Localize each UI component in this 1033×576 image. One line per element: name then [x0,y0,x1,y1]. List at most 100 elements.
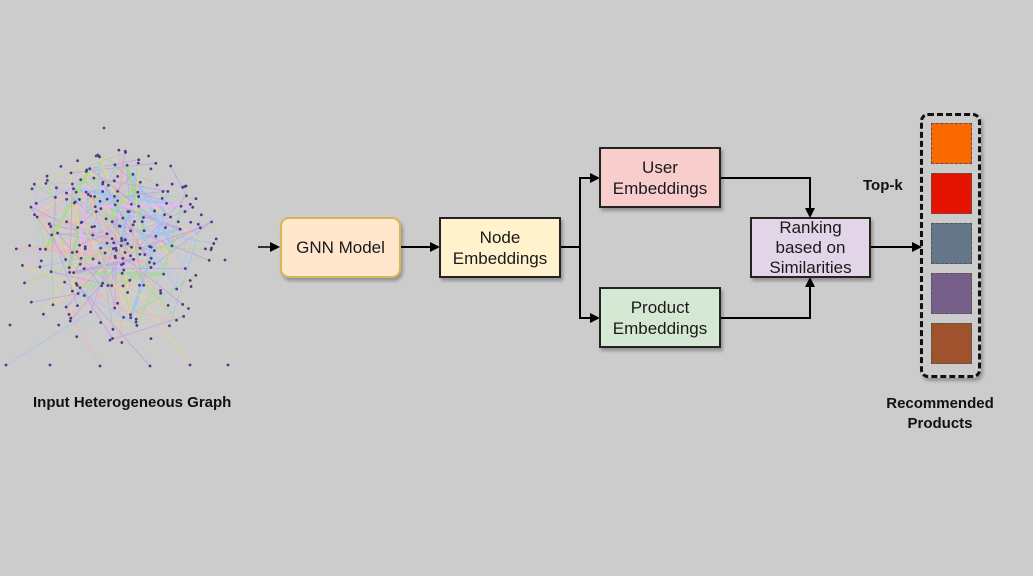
graph-edge [102,191,152,248]
graph-node [79,256,83,260]
graph-node [78,243,81,247]
graph-edge [170,165,187,196]
graph-node [91,257,95,261]
graph-edge [114,203,181,231]
graph-node [90,225,94,229]
graph-node [189,220,193,224]
graph-node [88,167,92,171]
graph-node [153,209,157,213]
graph-node [149,337,153,341]
graph-node [71,289,74,293]
graph-edge [168,227,201,326]
graph-node [191,205,195,209]
graph-node [38,247,42,251]
graph-edge [80,179,143,223]
graph-node [32,182,36,186]
graph-edge [65,306,101,367]
graph-edge [22,248,46,266]
product-embeddings-label: Product Embeddings [612,297,708,338]
graph-edge [49,195,115,225]
graph-node [101,281,105,285]
graph-edge [131,246,206,250]
graph-node [134,320,138,324]
graph-node [67,266,71,270]
graph-node [129,254,132,258]
graph-node [132,257,136,261]
graph-edge [39,257,82,268]
graph-node [120,236,123,240]
graph-edge [92,211,129,260]
graph-edge [89,168,166,229]
graph-node [155,183,159,187]
graph-node [131,172,135,176]
graph-node [136,161,140,165]
graph-node [103,251,107,255]
graph-node [116,199,120,203]
graph-node [181,185,185,189]
graph-node [178,227,182,231]
graph-node [113,254,117,258]
graph-edge [97,154,119,201]
graph-edge [122,258,177,321]
graph-node [212,242,216,245]
graph-edge [44,167,92,250]
graph-node [128,278,132,282]
graph-node [105,232,109,236]
graph-node [138,283,141,287]
graph-edge [167,214,202,306]
graph-node [154,161,158,165]
input-heterogeneous-graph [4,126,230,368]
graph-node [138,246,142,250]
graph-edge [138,168,152,197]
graph-node [65,197,69,201]
graph-node [113,306,117,310]
graph-edge [69,258,124,322]
graph-node [70,251,74,254]
graph-node [168,324,171,328]
graph-node [34,201,38,205]
graph-node [93,205,97,209]
graph-node [76,159,80,163]
graph-edge [90,248,114,313]
graph-node [29,300,33,304]
graph-node [188,279,192,282]
graph-node [122,268,126,272]
graph-node [78,262,82,266]
graph-edge [86,169,132,205]
graph-node [35,215,39,219]
graph-edge [45,181,141,184]
graph-edge [94,196,123,274]
graph-edge [22,264,78,286]
graph-node [125,163,129,167]
graph-node [92,176,96,180]
graph-node [50,233,54,237]
graph-node [44,181,48,185]
graph-node [165,201,168,205]
graph-edge [171,245,186,269]
graph-node [164,226,167,230]
user-embeddings-box: User Embeddings [599,147,721,208]
graph-node [199,213,203,217]
graph-node [28,244,32,247]
graph-node [116,174,120,178]
graph-edge [134,184,158,222]
graph-node [182,315,186,318]
graph-node [131,223,135,227]
graph-edge [125,164,146,232]
graph-node [198,226,202,230]
graph-node [194,197,198,201]
gnn-model-box: GNN Model [280,217,401,278]
graph-node [56,231,59,235]
graph-edge [139,227,201,249]
graph-node [129,202,133,206]
graph-node [89,194,93,198]
graph-node [130,245,133,249]
graph-node [114,246,118,250]
graph-node [113,163,117,167]
graph-node [129,316,133,320]
graph-edge [56,181,141,189]
graph-node [162,272,166,276]
graph-node [67,313,71,316]
graph-node [134,317,138,321]
graph-edge [100,206,193,249]
